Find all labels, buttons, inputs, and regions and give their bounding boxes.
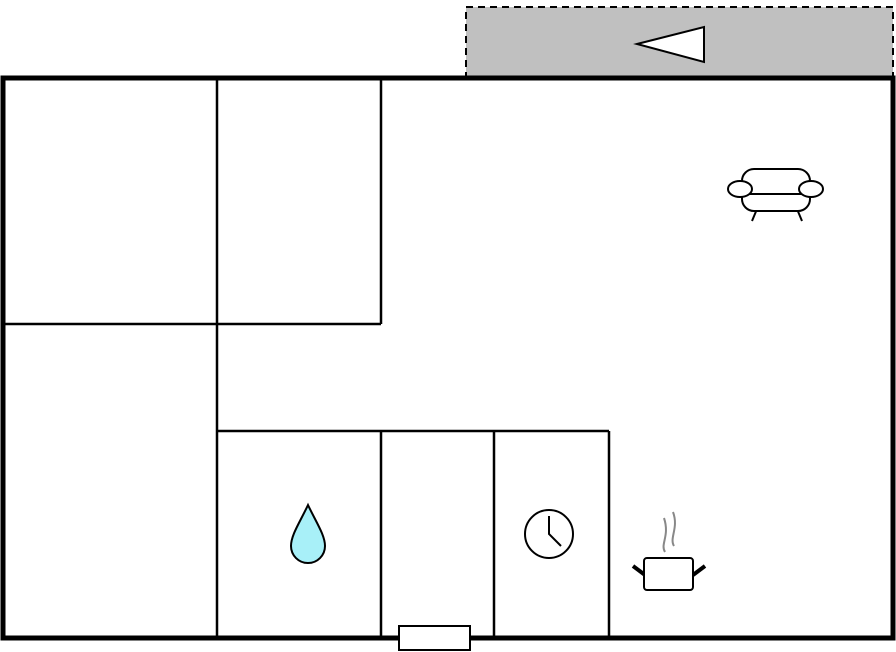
interior-walls	[3, 78, 611, 638]
clock-icon	[524, 509, 574, 559]
entrance-arrow-icon	[633, 25, 705, 64]
outer-wall	[0, 75, 896, 641]
sofa-icon	[727, 168, 824, 222]
balcony	[465, 6, 894, 79]
cooking-pot-icon	[631, 511, 707, 591]
water-drop-icon	[289, 502, 327, 564]
front-door	[398, 625, 471, 651]
